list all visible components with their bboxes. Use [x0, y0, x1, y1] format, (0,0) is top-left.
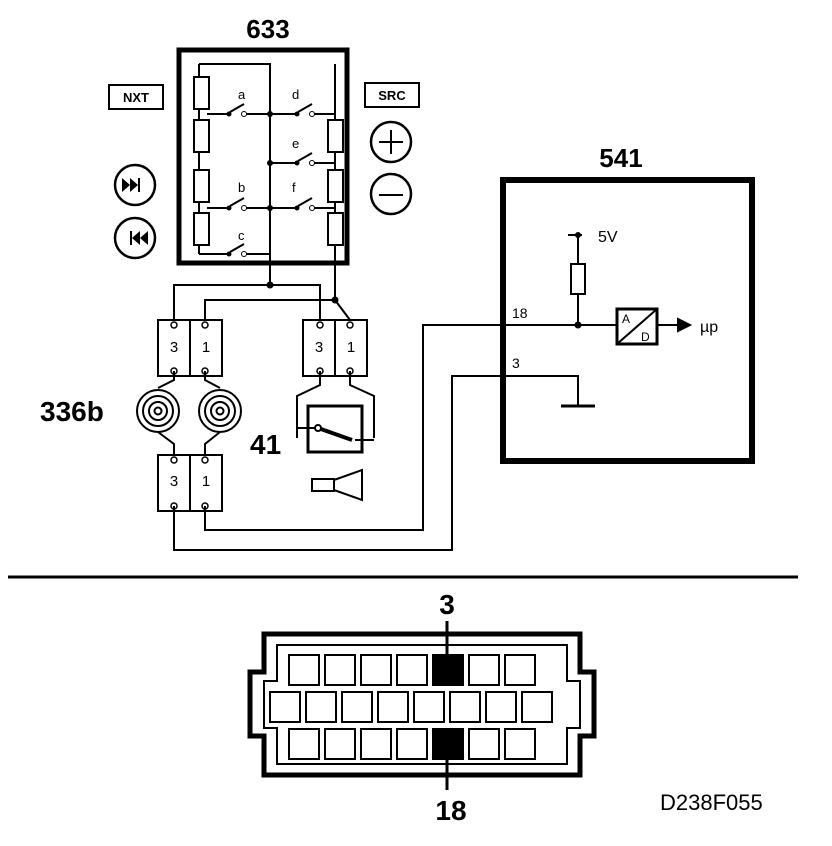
src-button-label: SRC — [378, 88, 406, 103]
pin-label: 1 — [202, 473, 210, 490]
connector-lower — [157, 454, 223, 512]
connector-upper-right — [302, 319, 368, 377]
plug-pin-highlighted — [432, 728, 464, 760]
plug-pin — [360, 728, 392, 760]
switch-label-a: a — [238, 87, 246, 102]
pin-label: 3 — [170, 473, 178, 490]
pin-label: 3 — [315, 339, 323, 356]
plug-pin-grid — [269, 654, 553, 760]
plug-pin — [324, 654, 356, 686]
connector-pin-circles-upper — [170, 321, 354, 375]
plug-pin — [288, 728, 320, 760]
pin-label: 1 — [347, 339, 355, 356]
plug-pin — [360, 654, 392, 686]
plug-pin — [485, 691, 517, 723]
signal-node — [574, 321, 582, 329]
microprocessor-label: µp — [700, 319, 718, 336]
plug-pin — [396, 654, 428, 686]
plus-icon — [369, 120, 413, 164]
supply-node — [575, 232, 581, 238]
plug-pin — [269, 691, 301, 723]
plug-pin-highlighted — [432, 654, 464, 686]
switch-contacts-right — [267, 111, 315, 211]
ecu-internal-wiring — [561, 234, 693, 408]
plug-pin — [324, 728, 356, 760]
plug-pin — [413, 691, 445, 723]
switch-label-f: f — [292, 180, 296, 195]
pin-label: 1 — [202, 339, 210, 356]
switch-contacts-left — [226, 111, 273, 257]
plug-pin — [377, 691, 409, 723]
rotary-coupler-label: 336b — [40, 396, 104, 427]
plug-pin — [468, 728, 500, 760]
switch-unit-box — [176, 47, 350, 266]
nxt-button-label: NXT — [123, 90, 149, 105]
rewind-icon — [113, 216, 157, 260]
connector-upper-left — [157, 319, 223, 377]
ecu-label: 541 — [599, 143, 642, 173]
switch-label-c: c — [238, 228, 245, 243]
figure-reference: D238F055 — [660, 790, 763, 815]
horn-icon — [311, 468, 363, 502]
ecu-box — [500, 177, 755, 464]
adc-a-label: A — [622, 312, 630, 326]
plug-pin — [504, 728, 536, 760]
supply-voltage-label: 5V — [598, 229, 618, 246]
plug-pin — [341, 691, 373, 723]
plug-pin — [521, 691, 553, 723]
plug-pin — [396, 728, 428, 760]
switch-label-d: d — [292, 87, 299, 102]
horn-contact — [296, 371, 375, 454]
switch-label-b: b — [238, 180, 245, 195]
clock-spring-coils — [136, 371, 242, 455]
signal-pin-label: 18 — [512, 305, 528, 321]
plug-pin — [504, 654, 536, 686]
plug-pin — [288, 654, 320, 686]
wires-upper — [173, 280, 351, 321]
switch-label-e: e — [292, 136, 299, 151]
resistor-ladder-right — [270, 64, 344, 300]
plug-pin — [449, 691, 481, 723]
src-button-box — [364, 82, 420, 108]
horn-label: 41 — [250, 429, 281, 460]
plug-housing — [247, 631, 597, 778]
adc-d-label: D — [641, 330, 650, 344]
plug-pin-bottom-label: 18 — [435, 795, 466, 826]
ground-pin-label: 3 — [512, 355, 520, 371]
fast-forward-icon — [113, 163, 157, 207]
resistor-ladder-left — [193, 63, 271, 280]
pin-label: 3 — [170, 339, 178, 356]
switch-unit-label: 633 — [246, 14, 289, 44]
plug-pin-top-label: 3 — [439, 589, 455, 620]
minus-icon — [369, 172, 413, 216]
nxt-button-box — [108, 84, 164, 110]
plug-pin — [305, 691, 337, 723]
plug-pin — [468, 654, 500, 686]
junction-dots-upper — [266, 281, 339, 304]
